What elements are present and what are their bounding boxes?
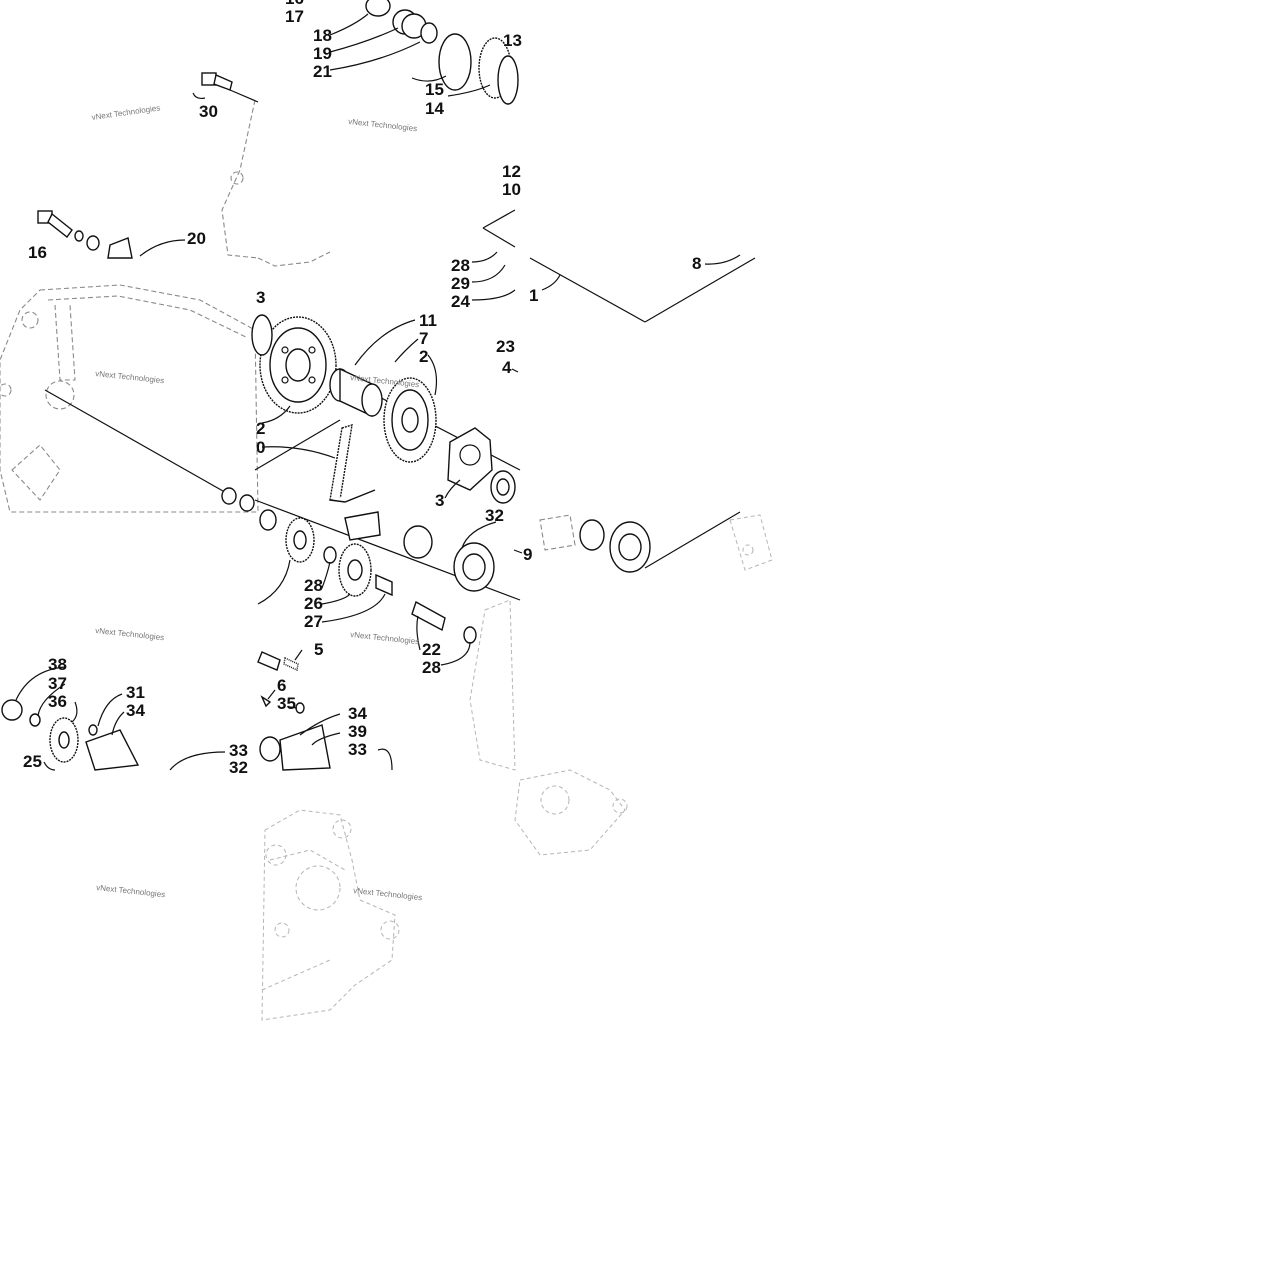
washer-28-upper [323,546,337,564]
callout-c32b: 32 [229,758,248,777]
nut-38 [1,699,23,721]
chaincase-housing-upper [221,99,331,267]
watermark-text: vNext Technologies [95,626,165,642]
callout-c10a: 10 [502,180,521,199]
watermark-text: vNext Technologies [96,883,166,899]
callout-c3a: 3 [256,288,265,307]
chaincase-cover-right [469,514,773,856]
chaincase-cover-lower [261,809,400,1021]
center-axis-lines [44,89,756,601]
callout-c27: 27 [304,612,323,631]
callout-c15: 15 [425,80,444,99]
callout-c30: 30 [199,102,218,121]
callout-c32a: 32 [485,506,504,525]
callout-c17: 17 [285,7,304,26]
callout-c1: 1 [529,286,538,305]
callout-c26: 26 [304,594,323,613]
callout-c22: 22 [422,640,441,659]
callout-c21: 21 [313,62,332,81]
watermark-text: vNext Technologies [350,630,420,646]
drive-chain [329,424,376,503]
callout-c18: 18 [313,26,332,45]
callout-c36: 36 [48,692,67,711]
washer-28-lower [463,626,477,644]
callout-c20: 20 [187,229,206,248]
callout-c34b: 34 [348,704,367,723]
callout-c7: 7 [419,329,428,348]
callout-c8: 8 [692,254,701,273]
large-sprocket [259,316,337,414]
gasket-plate-34-left [85,729,140,771]
callout-c11: 11 [419,311,437,330]
callout-c37: 37 [48,674,67,693]
shaft-seal-assembly [365,0,519,105]
washers-left [221,487,255,512]
nut-31 [88,724,98,736]
callout-c24: 24 [451,292,470,311]
callout-c5: 5 [314,640,323,659]
callout-c19: 19 [313,44,332,63]
gear-36 [49,717,79,763]
gear-26 [338,543,372,597]
callout-c28c: 28 [422,658,441,677]
shaft-22 [411,600,446,632]
chain-tensioner-block [344,511,381,541]
bolt-30 [201,72,233,91]
gasket-plate-34-right [259,724,331,771]
watermark-text: vNext Technologies [91,103,161,122]
callout-c23: 23 [496,337,515,356]
watermarks: vNext Technologies vNext Technologies vN… [91,103,423,902]
callout-c14: 14 [425,99,444,118]
callout-c2b: 2 [256,419,265,438]
leader-lines [15,13,741,771]
callout-c31: 31 [126,683,145,702]
small-gear-2 [383,377,437,463]
callout-c34a: 34 [126,701,145,720]
brake-disc [447,427,493,491]
bolt-and-washers-16 [37,210,133,259]
nut-35 [295,702,305,714]
idler-gear-25 [259,509,315,563]
o-ring-mid [403,525,433,559]
washer-37 [29,713,41,727]
bearing-small [490,470,516,504]
callout-c10b: 0 [256,438,265,457]
watermark-text: vNext Technologies [353,886,423,902]
callout-c28b: 28 [304,576,323,595]
seal-left [251,314,273,356]
small-screw-6 [260,695,272,708]
callout-c16b: 16 [28,243,47,262]
callout-c35: 35 [277,694,296,713]
callout-c6: 6 [277,676,286,695]
splined-hub [329,367,383,418]
watermark-text: vNext Technologies [95,369,165,385]
callout-c29: 29 [451,274,470,293]
callout-c13: 13 [503,31,522,50]
callout-c28a: 28 [451,256,470,275]
bushing-27 [375,573,393,597]
watermark-text: vNext Technologies [348,117,418,133]
callout-c33a: 33 [348,740,367,759]
callout-c38: 38 [48,655,67,674]
callout-c12: 12 [502,162,521,181]
callout-c39: 39 [348,722,367,741]
bearing-32 [453,542,495,592]
callout-c25: 25 [23,752,42,771]
pin-and-spring-5 [257,651,299,672]
callout-c2a: 2 [419,347,428,366]
callout-c3b: 3 [435,491,444,510]
right-bearing-assembly [539,514,651,573]
callout-c33b: 33 [229,741,248,760]
callout-c16a: 16 [285,0,304,8]
callout-labels: 1617181921131514301210162028292418311722… [23,0,701,777]
chaincase-housing-left [0,284,259,513]
callout-c9: 9 [523,545,532,564]
callout-c4: 4 [502,358,512,377]
